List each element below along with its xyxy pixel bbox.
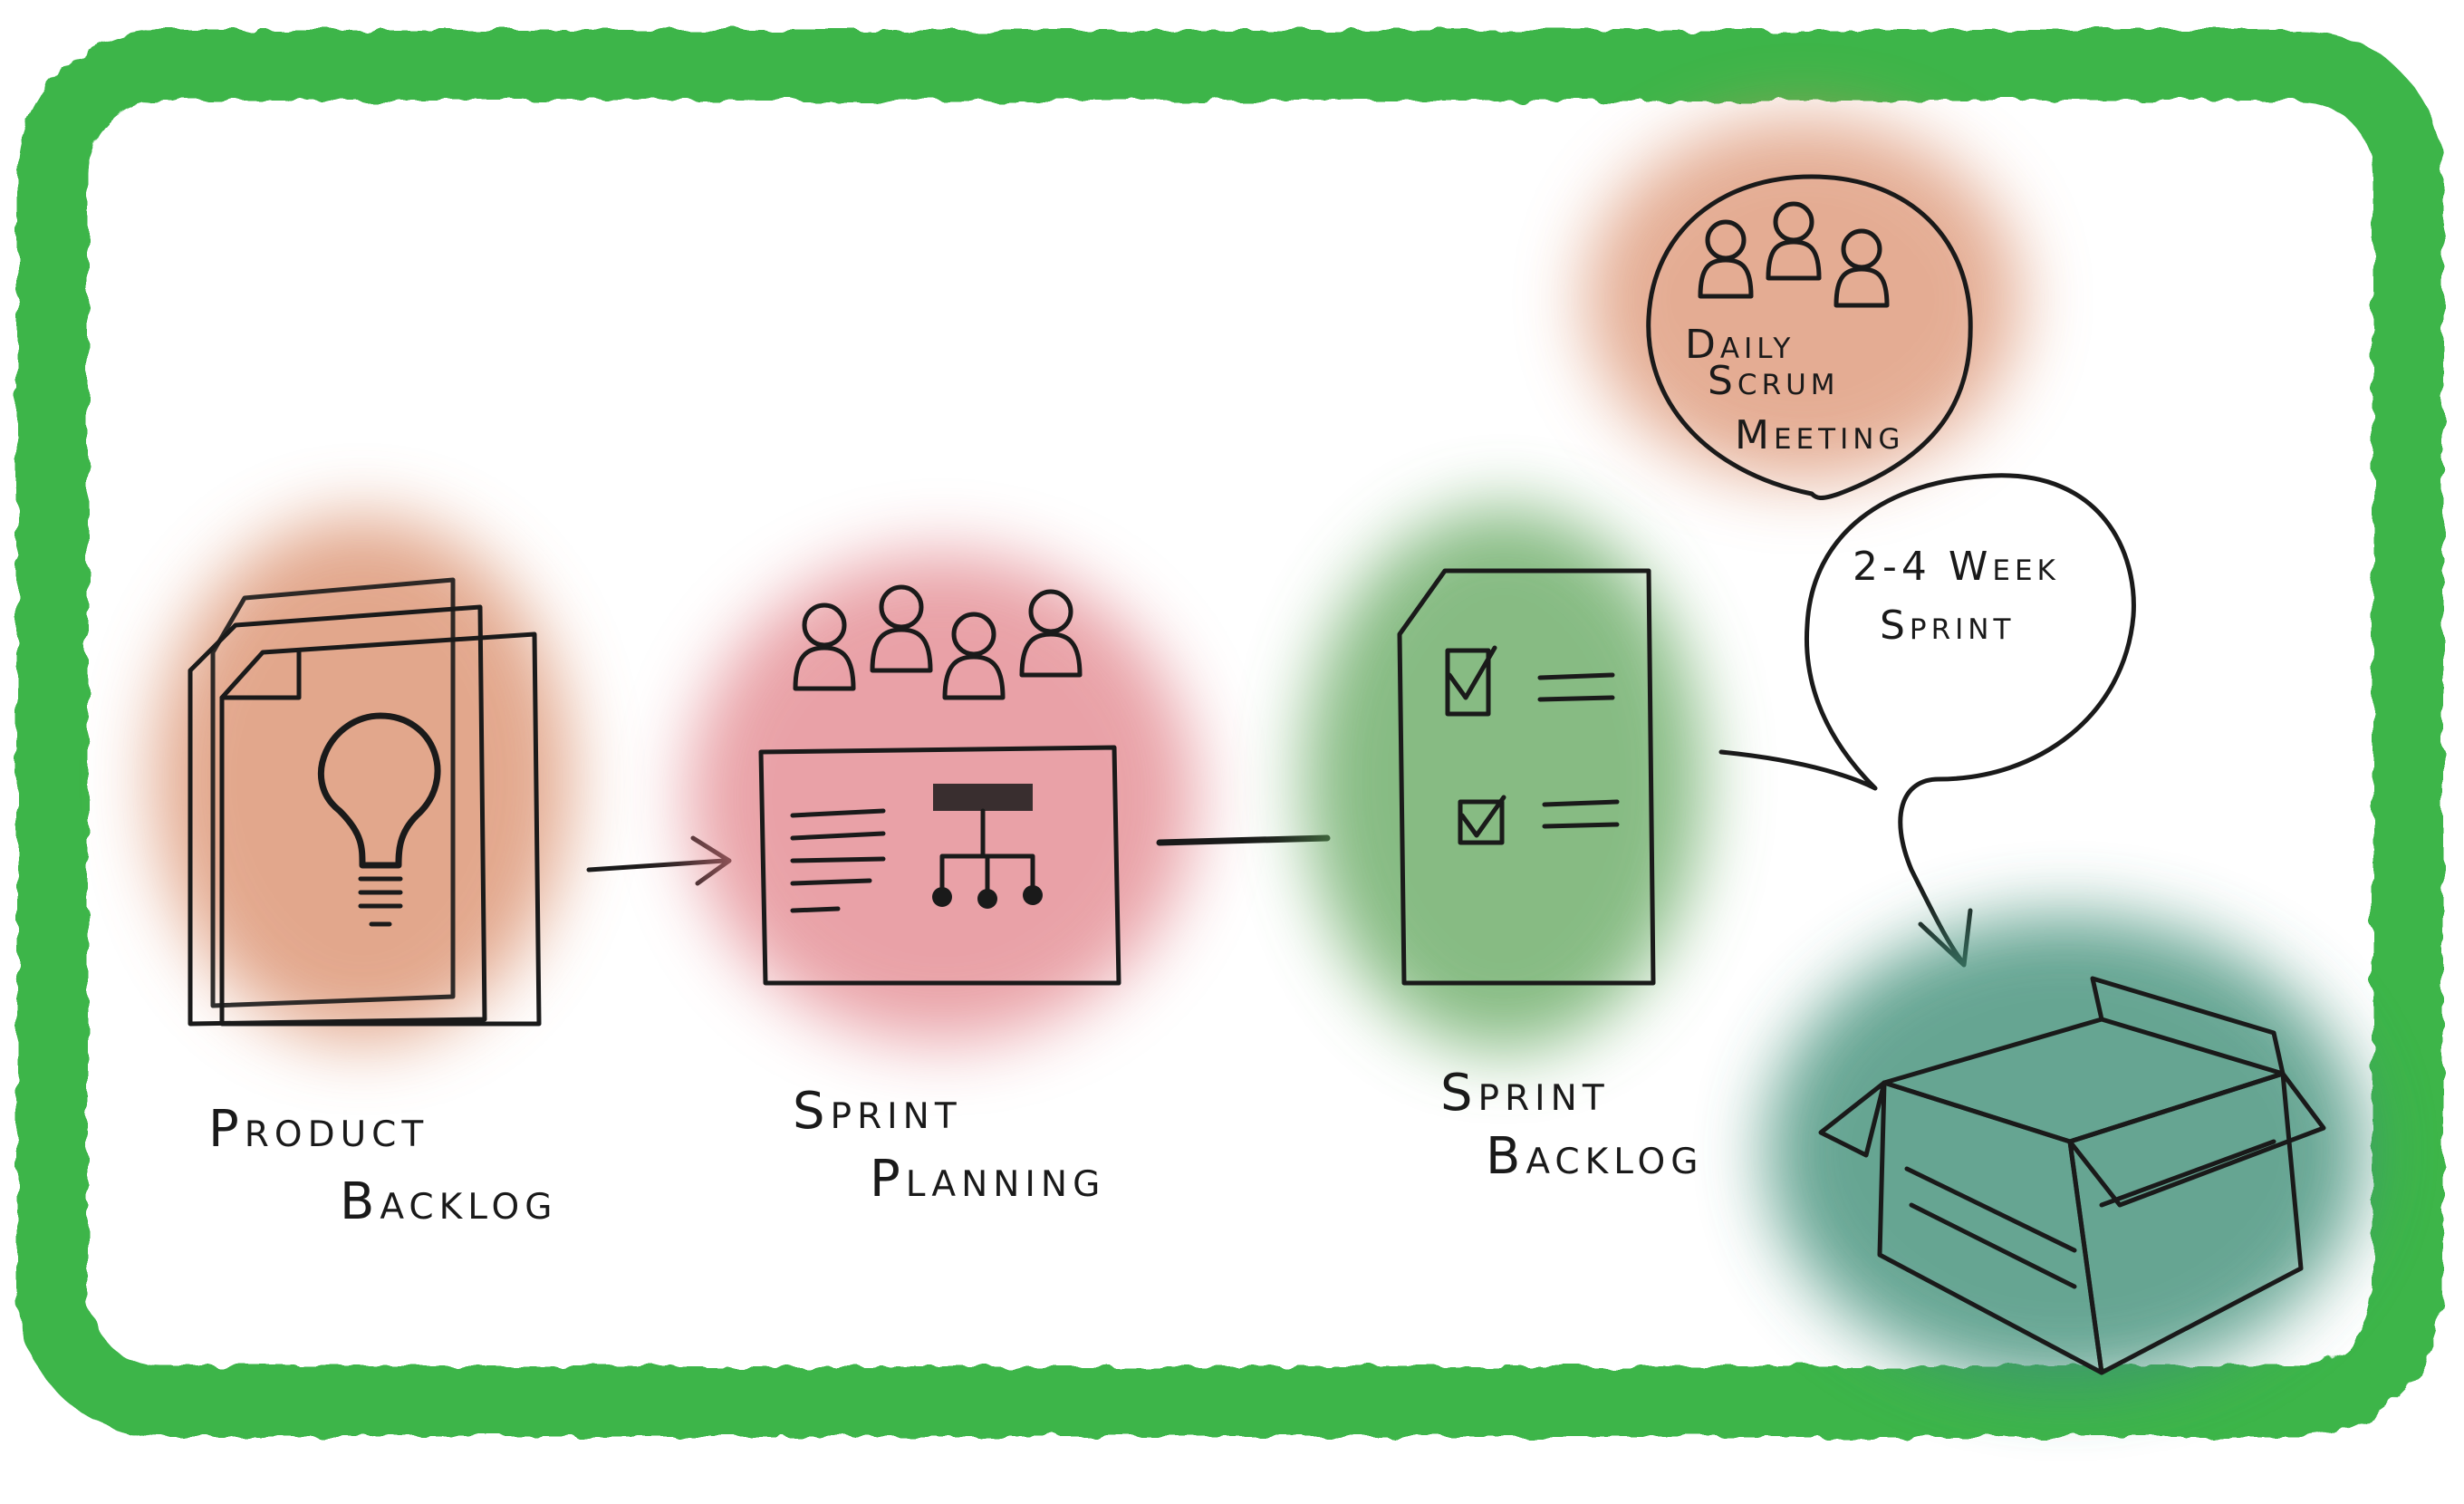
daily-scrum-bubble	[1646, 174, 1973, 500]
daily-scrum-label-line2: Scrum	[1708, 358, 1840, 404]
sprint-planning-group: Sprint Planning	[688, 553, 1196, 1209]
sprint-backlog-wash	[1304, 507, 1703, 1051]
open-box-icon	[1818, 976, 2326, 1375]
product-backlog-label-line2: Backlog	[340, 1172, 557, 1231]
sprint-planning-label-line1: Sprint	[793, 1082, 962, 1141]
sprint-length-label-line2: Sprint	[1880, 603, 2015, 649]
daily-scrum-wash	[1585, 118, 2020, 480]
checklist-document-icon	[1397, 568, 1656, 986]
people-group-icon	[1698, 201, 1890, 308]
daily-scrum-label-line3: Meeting	[1735, 412, 1904, 458]
planning-board-icon	[758, 745, 1121, 986]
sprint-loop-arrow	[1718, 473, 2136, 963]
product-backlog-wash	[154, 516, 571, 1042]
product-backlog-label-line1: Product	[208, 1100, 428, 1159]
lightbulb-document-stack-icon	[188, 577, 542, 1027]
product-backlog-group: Product Backlog	[154, 516, 571, 1231]
sprint-backlog-label-line1: Sprint	[1440, 1064, 1610, 1123]
people-group-icon	[793, 584, 1083, 700]
daily-scrum-label-line1: Daily	[1685, 322, 1795, 368]
frame-border	[17, 30, 2443, 1437]
increment-wash	[1766, 915, 2364, 1386]
connector-to-sprint-backlog	[1156, 834, 1331, 846]
sprint-backlog-group: Sprint Backlog	[1304, 507, 1703, 1186]
sprint-backlog-label-line2: Backlog	[1486, 1127, 1703, 1186]
increment-group	[1766, 915, 2364, 1386]
daily-scrum-group: Daily Scrum Meeting	[1585, 118, 2020, 500]
sprint-loop-group: 2-4 Week Sprint	[1718, 473, 2136, 968]
sprint-length-label-line1: 2-4 Week	[1853, 544, 2060, 590]
sprint-planning-label-line2: Planning	[870, 1150, 1105, 1209]
